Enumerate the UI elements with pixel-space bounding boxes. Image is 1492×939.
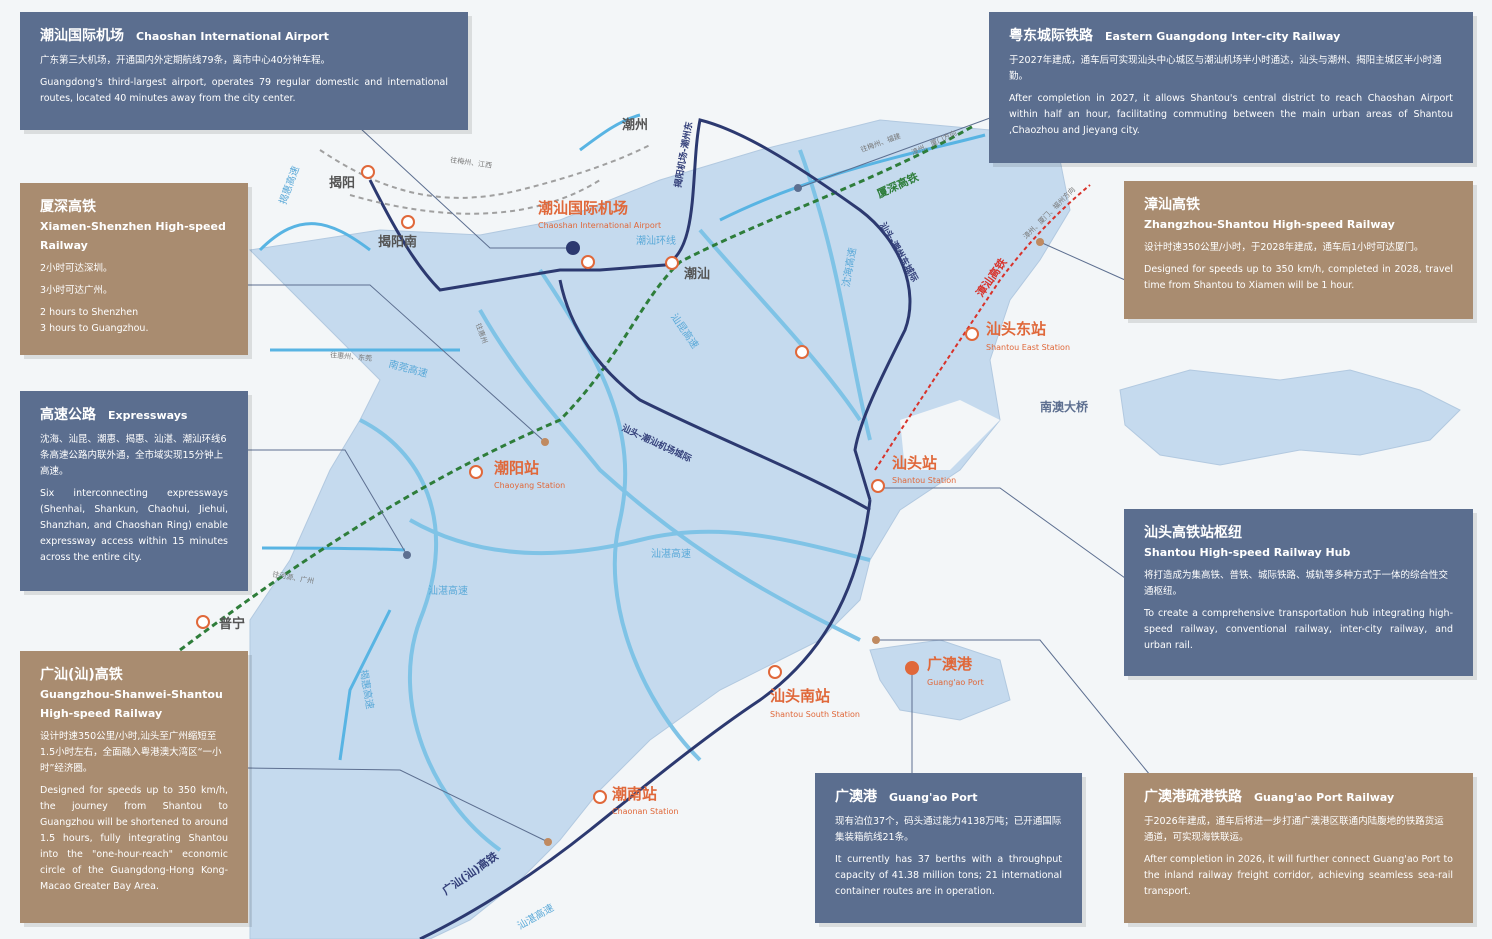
panel-xiamen-title: 厦深高铁 — [40, 199, 96, 215]
label-shantou-en: Shantou Station — [892, 476, 957, 485]
panel-airport-text-en: Guangdong's third-largest airport, opera… — [40, 77, 448, 104]
panel-guangshan: 广汕(汕)高铁 Guangzhou-Shanwei-Shantou High-s… — [20, 651, 248, 923]
xiashen-rail-line — [179, 123, 976, 652]
panel-hub-title-en: Shantou High-speed Railway Hub — [1144, 546, 1351, 559]
label-chaoshan: 潮汕 — [684, 267, 711, 282]
label-port: 广澳港 — [927, 655, 973, 673]
inner-bay — [900, 400, 1000, 470]
panel-port: 广澳港 Guang'ao Port 现有泊位37个，码头通过能力4138万吨；已开… — [815, 773, 1082, 923]
label-jieyang: 揭阳 — [329, 176, 356, 191]
panel-xiamen-line2-en: 3 hours to Guangzhou. — [40, 323, 149, 334]
panel-guangshan-text: 设计时速350公里/小时,汕头至广州缩短至1.5小时左右，全面融入粤港澳大湾区“… — [40, 731, 222, 774]
panel-expressways-text: 沈海、汕昆、潮惠、揭惠、汕湛、潮汕环线6条高速公路内联外通，全市域实现15分钟上… — [40, 434, 227, 477]
label-shantou-east-en: Shantou East Station — [986, 343, 1071, 352]
label-shantou-east: 汕头东站 — [986, 320, 1047, 338]
panel-expressways-title-en: Expressways — [108, 409, 188, 422]
expressways — [258, 113, 986, 761]
panel-port-title: 广澳港 — [835, 789, 877, 805]
panel-airport: 潮汕国际机场 Chaoshan International Airport 广东第… — [20, 12, 468, 130]
label-chaonan: 潮南站 — [612, 785, 658, 803]
panel-xiamen: 厦深高铁 Xiamen-Shenzhen High-speed Railway … — [20, 183, 248, 355]
leader-lines — [247, 117, 1151, 843]
label-ring: 潮汕环线 — [636, 236, 676, 247]
label-chaozhou: 潮州 — [622, 118, 649, 133]
panel-intercity: 粤东城际铁路 Eastern Guangdong Inter-city Railw… — [989, 12, 1473, 163]
panel-port-rail-text-en: After completion in 2026, it will furthe… — [1144, 854, 1453, 897]
railways — [368, 118, 912, 939]
panel-airport-title-en: Chaoshan International Airport — [136, 30, 329, 43]
label-jieyangnan: 揭阳南 — [378, 235, 418, 250]
panel-guangshan-title-en: Guangzhou-Shanwei-Shantou High-speed Rai… — [40, 688, 223, 720]
label-nanao-bridge: 南澳大桥 — [1040, 400, 1089, 414]
label-puning: 普宁 — [219, 617, 246, 632]
shantou-land — [248, 119, 1071, 939]
label-airport: 潮汕国际机场 — [538, 199, 629, 217]
panel-guangshan-text-en: Designed for speeds up to 350 km/h, the … — [40, 785, 228, 892]
label-chaonan-en: Chaonan Station — [612, 807, 679, 816]
panel-expressways: 高速公路 Expressways 沈海、汕昆、潮惠、揭惠、汕湛、潮汕环线6条高速公… — [20, 391, 248, 591]
label-chaoyang: 潮阳站 — [494, 459, 540, 477]
panel-zhangshan-text-en: Designed for speeds up to 350 km/h, comp… — [1144, 264, 1453, 291]
label-shantou-south: 汕头南站 — [770, 687, 831, 705]
label-chaoyang-en: Chaoyang Station — [494, 481, 566, 490]
label-shanzhan1: 汕湛高速 — [651, 549, 691, 560]
nanao-island — [1119, 369, 1461, 466]
panel-port-rail-title: 广澳港疏港铁路 — [1144, 789, 1242, 805]
panel-hub-text-en: To create a comprehensive transportation… — [1144, 608, 1453, 651]
guangao-land — [869, 639, 1011, 721]
label-port-en: Guang'ao Port — [927, 678, 984, 687]
station-markers — [196, 165, 1044, 846]
panel-zhangshan-text: 设计时速350公里/小时，于2028年建成，通车后1小时可达厦门。 — [1144, 242, 1424, 253]
panel-guangshan-title: 广汕(汕)高铁 — [40, 667, 123, 683]
panel-intercity-text: 于2027年建成，通车后可实现汕头中心城区与潮汕机场半小时通达，汕头与潮州、揭阳… — [1009, 55, 1442, 82]
panel-expressways-text-en: Six interconnecting expressways (Shenhai… — [40, 488, 228, 563]
panel-intercity-title-en: Eastern Guangdong Inter-city Railway — [1105, 30, 1341, 43]
panel-port-title-en: Guang'ao Port — [889, 791, 978, 804]
panel-hub: 汕头高铁站枢纽 Shantou High-speed Railway Hub 将… — [1124, 509, 1473, 676]
panel-expressways-title: 高速公路 — [40, 407, 96, 423]
panel-port-rail-title-en: Guang'ao Port Railway — [1254, 791, 1395, 804]
label-shanzhan2: 汕湛高速 — [428, 586, 468, 597]
panel-hub-text: 将打造成为集高铁、普铁、城际铁路、城轨等多种方式于一体的综合性交通枢纽。 — [1144, 570, 1449, 597]
panel-zhangshan-title: 漳汕高铁 — [1144, 197, 1200, 213]
panel-zhangshan: 漳汕高铁 Zhangzhou-Shantou High-speed Railwa… — [1124, 181, 1473, 319]
panel-airport-text: 广东第三大机场，开通国内外定期航线79条，离市中心40分钟车程。 — [40, 55, 331, 66]
panel-port-text: 现有泊位37个，码头通过能力4138万吨；已开通国际集装箱航线21条。 — [835, 816, 1062, 843]
panel-xiamen-line1-en: 2 hours to Shenzhen — [40, 307, 139, 318]
panel-port-text-en: It currently has 37 berths with a throug… — [835, 854, 1062, 897]
label-shantou: 汕头站 — [892, 454, 938, 472]
panel-hub-title: 汕头高铁站枢纽 — [1144, 525, 1242, 541]
panel-intercity-title: 粤东城际铁路 — [1009, 28, 1093, 44]
panel-airport-title: 潮汕国际机场 — [40, 28, 124, 44]
panel-intercity-text-en: After completion in 2027, it allows Shan… — [1009, 93, 1453, 136]
panel-xiamen-line1: 2小时可达深圳。 — [40, 263, 113, 274]
panel-xiamen-title-en: Xiamen-Shenzhen High-speed Railway — [40, 220, 226, 252]
panel-xiamen-line2: 3小时可达广州。 — [40, 285, 113, 296]
label-shantou-south-en: Shantou South Station — [770, 710, 860, 719]
label-airport-en: Chaoshan International Airport — [538, 221, 662, 230]
panel-port-rail: 广澳港疏港铁路 Guang'ao Port Railway 于2026年建成，通车… — [1124, 773, 1473, 923]
zhangshan-rail-line — [874, 184, 1091, 471]
panel-zhangshan-title-en: Zhangzhou-Shantou High-speed Railway — [1144, 218, 1395, 231]
panel-port-rail-text: 于2026年建成，通车后将进一步打通广澳港区联通内陆腹地的铁路货运通道，可实现海… — [1144, 816, 1444, 843]
